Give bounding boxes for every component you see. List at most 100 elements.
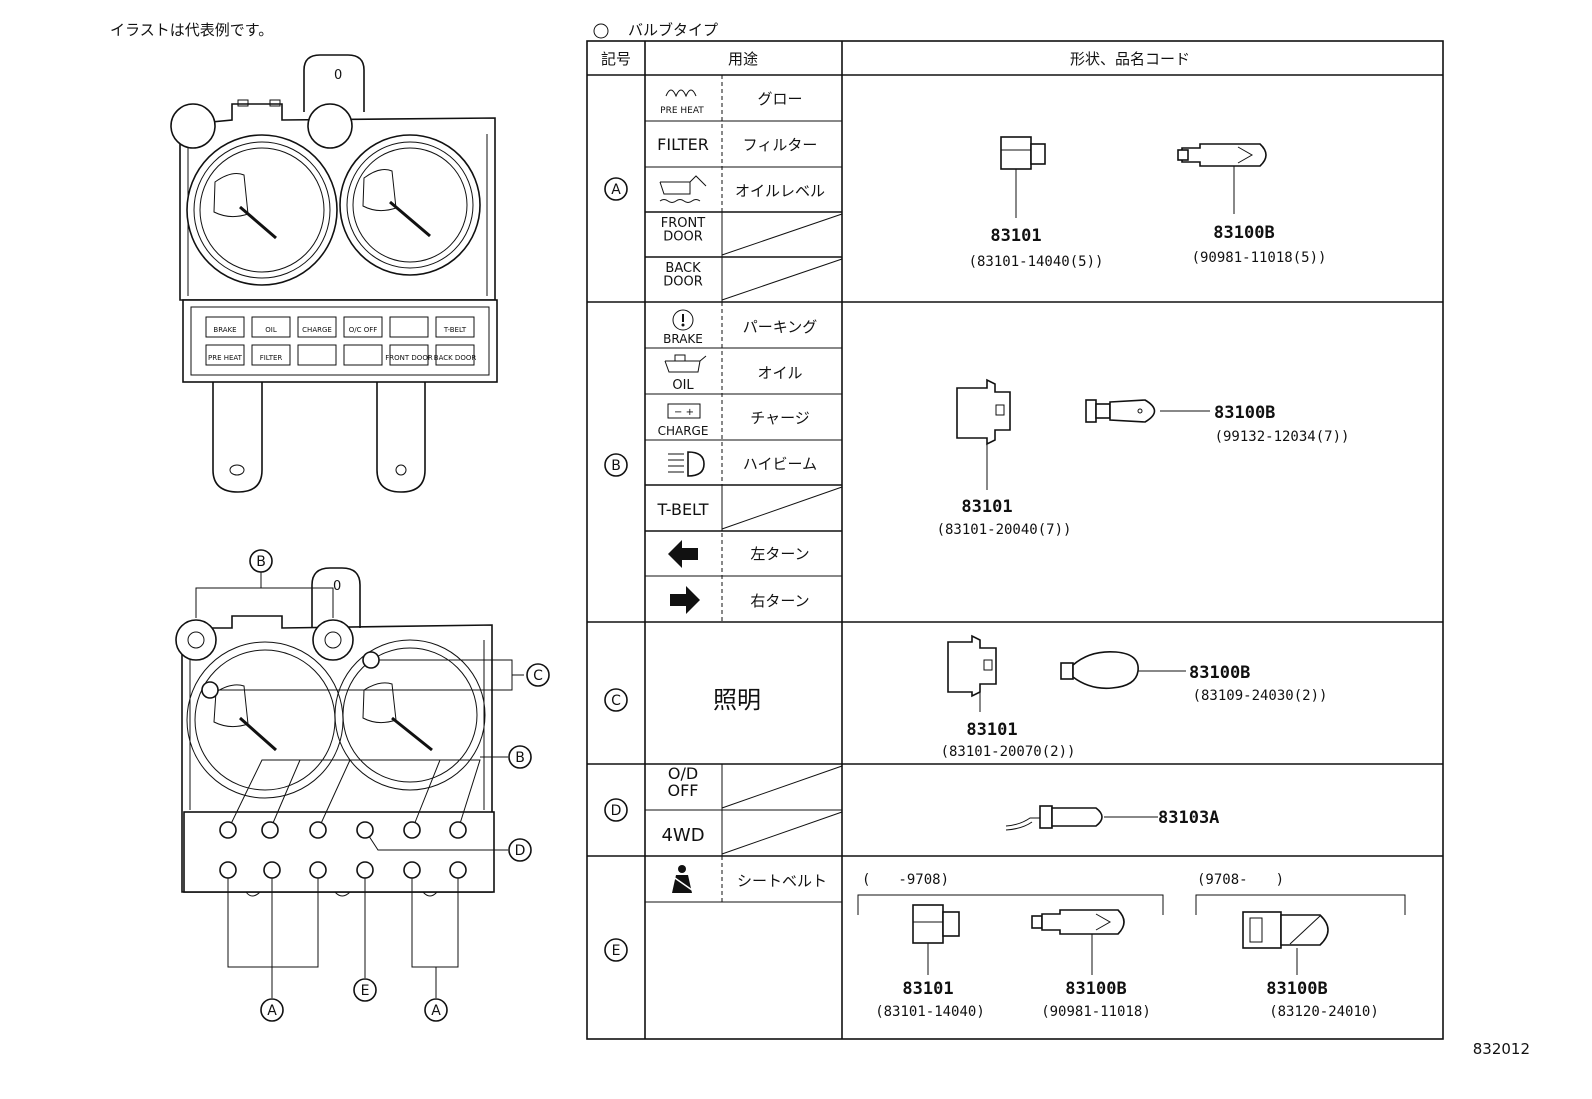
svg-text:83100B: 83100B bbox=[1266, 979, 1327, 999]
bulb-83100b-b bbox=[1085, 399, 1210, 423]
group-c: C 照明 83101 (83101-20070(2)) 83100B (8310… bbox=[604, 634, 1328, 760]
svg-text:シートベルト: シートベルト bbox=[737, 872, 827, 890]
panel-lamp-panelRow1-5 bbox=[435, 316, 475, 338]
bulb-83100b-a bbox=[1177, 143, 1267, 214]
svg-text:T-BELT: T-BELT bbox=[656, 500, 708, 519]
battery-icon: − + bbox=[667, 403, 701, 419]
speedometer-gauge bbox=[186, 134, 338, 286]
svg-text:83101: 83101 bbox=[961, 497, 1012, 517]
panel-lamp-panelRow2-5 bbox=[435, 344, 475, 366]
svg-text:( -9708): ( -9708) bbox=[862, 872, 949, 888]
bulb-table: 記号 用途 形状、品名コード A PRE HEAT グロー FILTER フィル… bbox=[586, 40, 1444, 1040]
svg-text:(83101-14040(5)): (83101-14040(5)) bbox=[969, 254, 1104, 270]
panel-lamp-panelRow1-3 bbox=[343, 316, 383, 338]
high-beam-icon bbox=[668, 451, 705, 477]
callout-c: C bbox=[526, 663, 550, 687]
svg-text:D: D bbox=[515, 843, 526, 859]
oil-level-icon bbox=[659, 175, 707, 203]
svg-text:B: B bbox=[515, 750, 525, 766]
svg-text:オイル: オイル bbox=[757, 364, 802, 382]
panel-lamp-label: FILTER bbox=[260, 354, 283, 362]
svg-text:83101: 83101 bbox=[902, 979, 953, 999]
svg-text:(83101-14040): (83101-14040) bbox=[875, 1004, 985, 1020]
panel-lamp-panelRow2-2 bbox=[297, 344, 337, 366]
wedge-bulb-83103a bbox=[1005, 805, 1158, 831]
svg-text:(83101-20040(7)): (83101-20040(7)) bbox=[937, 522, 1072, 538]
brake-warning-icon bbox=[672, 309, 694, 331]
panel-lamp-panelRow2-3 bbox=[343, 344, 383, 366]
header-use: 用途 bbox=[728, 50, 758, 68]
svg-text:0: 0 bbox=[333, 579, 341, 594]
svg-text:83101: 83101 bbox=[966, 720, 1017, 740]
svg-text:OIL: OIL bbox=[672, 378, 694, 393]
svg-text:グロー: グロー bbox=[757, 90, 802, 108]
svg-text:E: E bbox=[361, 983, 370, 999]
panel-lamp-label: CHARGE bbox=[302, 326, 332, 334]
svg-text:オイルレベル: オイルレベル bbox=[735, 182, 825, 200]
illumination-label: 照明 bbox=[713, 686, 761, 714]
header-shape: 形状、品名コード bbox=[1070, 50, 1190, 68]
socket-83101-b bbox=[956, 378, 1011, 490]
panel-lamp-label: BRAKE bbox=[213, 326, 236, 334]
callout-a-left: A bbox=[260, 998, 284, 1022]
svg-text:83100B: 83100B bbox=[1213, 223, 1274, 243]
panel-lamp-label: OIL bbox=[265, 326, 277, 334]
svg-text:フィルター: フィルター bbox=[743, 136, 818, 154]
group-code-d: D bbox=[611, 803, 622, 819]
svg-text:4WD: 4WD bbox=[661, 825, 704, 846]
svg-text:PRE HEAT: PRE HEAT bbox=[660, 106, 704, 116]
svg-text:83100B: 83100B bbox=[1189, 663, 1250, 683]
svg-text:83100B: 83100B bbox=[1065, 979, 1126, 999]
group-code-c: C bbox=[611, 693, 621, 709]
panel-lamp-label: PRE HEAT bbox=[208, 354, 243, 362]
header-code: 記号 bbox=[601, 50, 631, 68]
svg-text:FILTER: FILTER bbox=[657, 135, 709, 154]
svg-text:(83120-24010): (83120-24010) bbox=[1269, 1004, 1379, 1020]
illustration-note: イラストは代表例です。 bbox=[110, 21, 273, 39]
svg-text:(83101-20070(2)): (83101-20070(2)) bbox=[941, 744, 1076, 760]
tachometer-gauge bbox=[339, 134, 481, 276]
group-a: A PRE HEAT グロー FILTER フィルター オイルレベル FRONT… bbox=[604, 75, 1327, 302]
socket-83101-c bbox=[947, 634, 997, 712]
panel-lamp-panelRow2-4 bbox=[389, 344, 429, 366]
panel-lamp-label: O/C OFF bbox=[349, 326, 378, 334]
svg-text:A: A bbox=[431, 1003, 441, 1019]
svg-text:BRAKE: BRAKE bbox=[663, 332, 703, 346]
svg-text:(9708- ): (9708- ) bbox=[1197, 872, 1284, 888]
oil-can-icon bbox=[664, 354, 707, 373]
svg-text:83101: 83101 bbox=[990, 226, 1041, 246]
svg-text:左ターン: 左ターン bbox=[750, 545, 809, 563]
callout-a-right: A bbox=[424, 998, 448, 1022]
svg-text:− +: − + bbox=[674, 407, 694, 418]
svg-text:ハイビーム: ハイビーム bbox=[743, 455, 817, 473]
svg-text:(99132-12034(7)): (99132-12034(7)) bbox=[1215, 429, 1350, 445]
figure-number: 832012 bbox=[1473, 1040, 1530, 1058]
panel-lamp-panelRow2-0 bbox=[205, 344, 245, 366]
panel-lamp-panelRow2-1 bbox=[251, 344, 291, 366]
svg-text:A: A bbox=[267, 1003, 277, 1019]
svg-text:(83109-24030(2)): (83109-24030(2)) bbox=[1193, 688, 1328, 704]
left-arrow-icon bbox=[668, 540, 698, 568]
panel-lamp-label: FRONT DOOR bbox=[385, 354, 433, 362]
group-b: B BRAKE オイル パーキング OIL オイル − + CHARGE チャー… bbox=[604, 302, 1350, 622]
callout-b-top: B bbox=[249, 549, 273, 573]
panel-lamp-panelRow1-4 bbox=[389, 316, 429, 338]
svg-text:C: C bbox=[533, 668, 543, 684]
callout-b-right: B bbox=[508, 745, 532, 769]
svg-text:83100B: 83100B bbox=[1214, 403, 1275, 423]
svg-text:(90981-11018): (90981-11018) bbox=[1041, 1004, 1151, 1020]
svg-text:バルブタイプ: バルブタイプ bbox=[628, 21, 718, 39]
bulb-83100b-e-early bbox=[1031, 909, 1125, 975]
group-code-a: A bbox=[611, 182, 621, 198]
cluster-bulb-locations: 0 bbox=[175, 567, 524, 998]
bulb-83100b-c bbox=[1060, 650, 1186, 690]
svg-text:0: 0 bbox=[334, 68, 342, 83]
svg-text:(90981-11018(5)): (90981-11018(5)) bbox=[1192, 250, 1327, 266]
bulb-83100b-e-late bbox=[1242, 911, 1329, 975]
panel-lamp-label: BACK DOOR bbox=[434, 354, 477, 362]
socket-83101-a bbox=[1000, 136, 1046, 218]
